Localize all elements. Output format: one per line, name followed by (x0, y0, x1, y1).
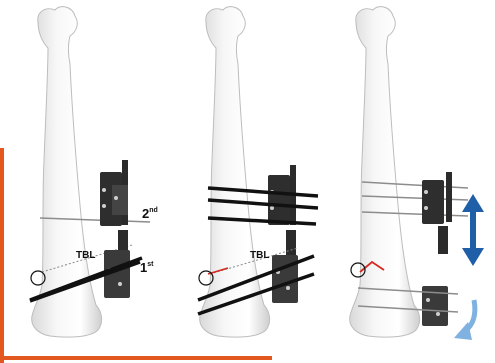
curved-arrow-icon (454, 300, 475, 340)
fixator-body-1 (100, 160, 130, 298)
second-pin-label: 2nd (142, 206, 158, 221)
first-pin-label: 1st (140, 260, 154, 275)
tbl-label-1: TBL (76, 250, 95, 261)
panel-2: TBL (198, 7, 318, 337)
double-headed-arrow-icon (462, 194, 484, 266)
tbl-label-2: TBL (250, 250, 269, 261)
panel-1: 2nd 1st TBL (30, 7, 158, 337)
fixator-body-3-upper (422, 172, 452, 254)
panel-3 (350, 7, 484, 340)
